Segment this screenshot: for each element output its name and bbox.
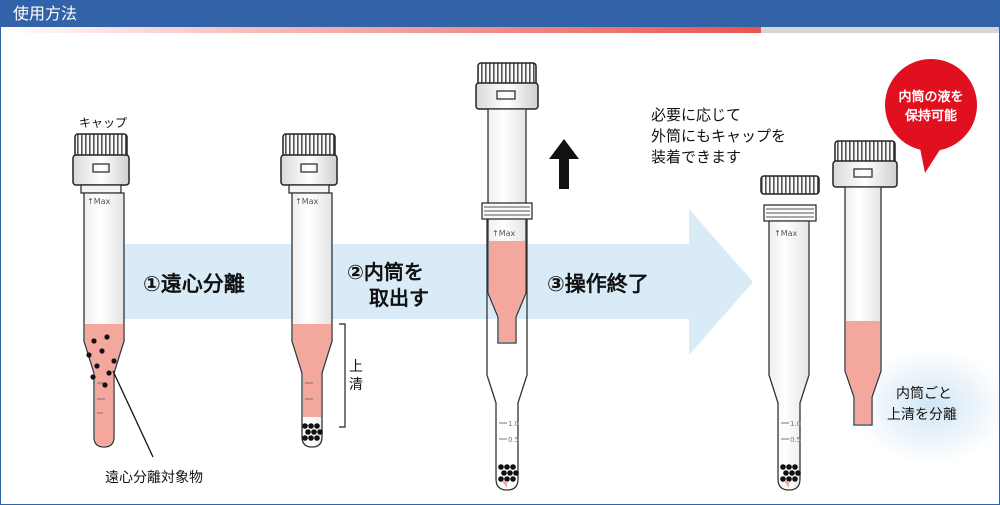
supernatant-char2: 清: [349, 377, 363, 393]
tube-2: ↑Max: [280, 133, 346, 448]
cap-4: [760, 175, 820, 195]
note-line1: 必要に応じて: [651, 106, 741, 124]
glow: [853, 348, 999, 464]
note-line2: 外筒にもキャップを: [651, 127, 786, 145]
max-mark-4: ↑Max: [774, 229, 798, 238]
tube-4: ↑Max 1.0 0.5: [760, 175, 820, 491]
particles-pellet-3: [498, 464, 519, 482]
up-arrow: [549, 139, 579, 189]
tube-5: [832, 140, 898, 426]
bottom-note-line1: 内筒ごと: [896, 385, 952, 402]
max-mark-3: ↑Max: [492, 229, 516, 238]
tube-3: ↑Max 1.0 0.5: [475, 62, 539, 491]
mark-05-4: 0.5: [790, 436, 801, 444]
hold-liquid-badge: 内筒の液を 保持可能: [885, 59, 977, 173]
note-line3: 装着できます: [651, 148, 741, 166]
centrifuge-target-label: 遠心分離対象物: [105, 469, 203, 486]
max-mark-1: ↑Max: [87, 197, 111, 206]
particles-scattered: [86, 334, 117, 388]
step2-line1: ②内筒を: [347, 260, 424, 284]
max-mark-2: ↑Max: [295, 197, 319, 206]
particles-pellet-4: [780, 464, 801, 482]
particles-pellet-2: [302, 423, 323, 441]
process-arrow: [121, 209, 753, 355]
tube-1: ↑Max: [72, 133, 130, 448]
step1-label: ①遠心分離: [143, 272, 245, 296]
step2-line2: 取出す: [369, 286, 429, 310]
step3-label: ③操作終了: [547, 272, 649, 296]
supernatant-char1: 上: [349, 359, 363, 375]
mark-1-4: 1.0: [790, 420, 801, 428]
badge-line2: 保持可能: [904, 108, 957, 124]
supernatant-bracket: [339, 323, 346, 428]
mark-05-3: 0.5: [508, 436, 519, 444]
accent-line-red: [1, 27, 761, 33]
target-leader-line: [112, 370, 154, 458]
page-title: 使用方法: [13, 4, 78, 23]
mark-1-3: 1.0: [508, 420, 519, 428]
title-bar: 使用方法: [1, 1, 999, 27]
bottom-note-line2: 上清を分離: [887, 406, 957, 423]
accent-line-gray: [761, 27, 999, 33]
badge-line1: 内筒の液を: [898, 89, 963, 105]
cap-label: キャップ: [79, 116, 127, 130]
